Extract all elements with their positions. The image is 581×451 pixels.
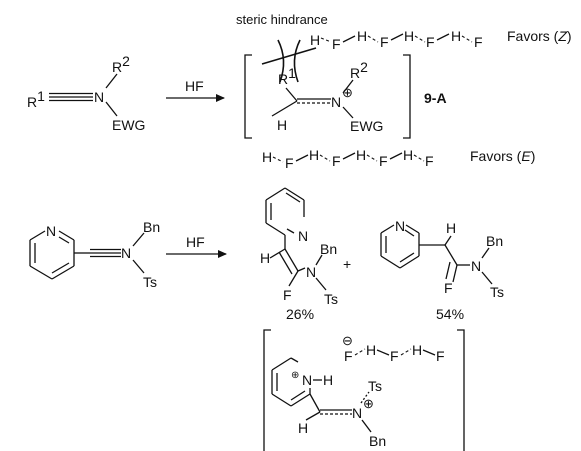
chain-top-atom-4: H — [404, 28, 414, 44]
fluoride-minus-charge: ⊖ — [342, 333, 353, 348]
anion-chain-atom-2: F — [390, 348, 399, 364]
product-e-yield: 54% — [436, 306, 464, 322]
chain-bottom-atom-3: F — [332, 153, 341, 169]
intermediate-bracket-right — [403, 54, 411, 139]
top-reaction-arrowhead — [216, 94, 225, 102]
product-z-yield: 26% — [286, 306, 314, 322]
bottom-reagent-hf: HF — [186, 234, 205, 250]
product-e-bn: Bn — [486, 233, 503, 249]
pyridinium-intermediate-bn: Bn — [369, 433, 386, 449]
anion-chain-atom-0: F — [344, 348, 353, 364]
svg-text:R2: R2 — [112, 53, 130, 75]
reactant-bn: Bn — [143, 219, 160, 235]
pyridinium-bracket-right — [457, 329, 465, 451]
reactant-r2: R — [112, 59, 122, 75]
reactant-pyridine-n: N — [46, 223, 56, 239]
pyridinium-bracket-left — [263, 329, 271, 451]
svg-text:R1: R1 — [27, 88, 45, 110]
pyridinium-intermediate-n: N — [352, 405, 362, 421]
intermediate-r2: R — [350, 65, 360, 81]
plus-sign: + — [343, 256, 351, 272]
intermediate-label-9a: 9-A — [424, 90, 447, 106]
product-e-ts: Ts — [490, 284, 504, 300]
hf-chain-anion: ⊖ F H F H F — [342, 333, 445, 364]
product-e-amide-n: N — [471, 258, 481, 274]
pyridinium-plus-charge: ⊕ — [291, 370, 299, 381]
intermediate-r1: R — [278, 71, 288, 87]
reactant-ts: Ts — [143, 274, 157, 290]
product-e-fluoroenamide: N H F N Bn Ts — [380, 218, 504, 300]
chain-top-atom-6: H — [451, 28, 461, 44]
chain-top-atom-2: H — [357, 28, 367, 44]
reactant-n: N — [94, 89, 104, 105]
pyridinium-n: N — [302, 372, 312, 388]
product-z-h: H — [260, 250, 270, 266]
ynamide-reactant: R1 N R2 EWG — [27, 53, 145, 133]
chain-top-atom-1: F — [332, 36, 341, 52]
reactant-r1: R — [27, 94, 37, 110]
chain-bottom-atom-7: F — [425, 153, 434, 169]
product-e-h: H — [446, 220, 456, 236]
product-e-f: F — [444, 280, 453, 296]
bottom-reaction-arrowhead — [218, 250, 227, 258]
pyridinium-keteniminium: ⊕ N H H N ⊕ Ts Bn — [271, 357, 386, 449]
product-z-pyridine-n: N — [298, 228, 308, 244]
product-z-bn: Bn — [320, 241, 337, 257]
anion-chain-atom-1: H — [366, 342, 376, 358]
svg-text:R1: R1 — [278, 65, 296, 87]
product-z-ts: Ts — [324, 291, 338, 307]
intermediate-plus-charge: ⊕ — [342, 85, 353, 100]
intermediate-n: N — [331, 94, 341, 110]
chain-top-atom-5: F — [426, 34, 435, 50]
steric-hindrance-arc-right — [293, 39, 301, 83]
intermediate-h: H — [277, 117, 287, 133]
anion-chain-atom-3: H — [412, 342, 422, 358]
product-z-fluoroenamide: N H F N Bn Ts — [260, 187, 338, 307]
keteniminium-intermediate: R1 H N ⊕ R2 EWG — [271, 59, 383, 134]
pyridinium-intermediate-ts: Ts — [368, 378, 382, 394]
steric-hindrance-slash — [261, 47, 317, 65]
intermediate-ewg: EWG — [350, 118, 383, 134]
product-e-pyridine-n: N — [395, 218, 405, 234]
pyridinium-h: H — [323, 372, 333, 388]
chain-bottom-atom-5: F — [379, 153, 388, 169]
product-z-f: F — [283, 287, 292, 303]
chain-bottom-atom-0: H — [262, 149, 272, 165]
favors-z-caption: Favors (Z) — [507, 28, 572, 44]
reactant-ewg: EWG — [112, 117, 145, 133]
pyridinium-intermediate-h: H — [298, 420, 308, 436]
chain-bottom-atom-1: F — [285, 155, 294, 171]
iminium-plus-charge: ⊕ — [363, 396, 374, 411]
chain-bottom-atom-6: H — [403, 147, 413, 163]
product-z-amide-n: N — [306, 264, 316, 280]
hf-chain-bottom: H F H F H F H F — [262, 147, 434, 171]
hf-chain-top: H F H F H F H F — [310, 28, 483, 52]
top-reagent-hf: HF — [185, 78, 204, 94]
svg-text:R2: R2 — [350, 59, 368, 81]
favors-e-caption: Favors (E) — [470, 148, 535, 164]
steric-hindrance-arc-left — [277, 39, 285, 83]
chain-top-atom-7: F — [474, 34, 483, 50]
pyridyl-ynamide-reactant: N N Bn Ts — [29, 219, 160, 290]
anion-chain-atom-4: F — [436, 348, 445, 364]
intermediate-bracket-left — [244, 54, 252, 139]
chain-top-atom-3: F — [380, 34, 389, 50]
chain-bottom-atom-2: H — [309, 147, 319, 163]
chain-bottom-atom-4: H — [356, 147, 366, 163]
chain-top-atom-0: H — [310, 32, 320, 48]
reactant-amide-n: N — [121, 245, 131, 261]
steric-hindrance-label: steric hindrance — [236, 12, 328, 27]
